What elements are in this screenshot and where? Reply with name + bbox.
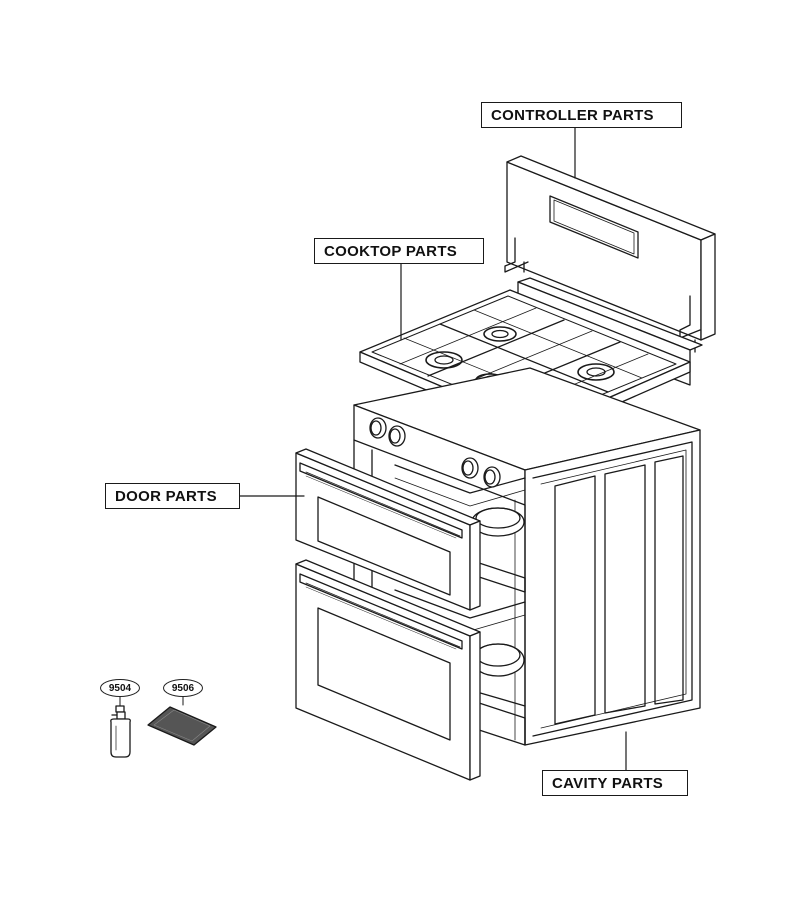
spray-bottle-icon bbox=[110, 696, 131, 758]
controller-parts-label[interactable]: CONTROLLER PARTS bbox=[481, 102, 682, 128]
part-number-9504: 9504 bbox=[100, 679, 140, 697]
cavity-parts-label[interactable]: CAVITY PARTS bbox=[542, 770, 688, 796]
cooktop-parts-label[interactable]: COOKTOP PARTS bbox=[314, 238, 484, 264]
upper-oven-door bbox=[295, 448, 481, 611]
mat-icon bbox=[147, 696, 217, 746]
part-number-9506: 9506 bbox=[163, 679, 203, 697]
control-knobs bbox=[369, 417, 501, 488]
lower-oven-door bbox=[295, 559, 481, 781]
controller-backguard bbox=[504, 155, 716, 353]
leader-lines bbox=[239, 127, 627, 771]
door-parts-label[interactable]: DOOR PARTS bbox=[105, 483, 240, 509]
